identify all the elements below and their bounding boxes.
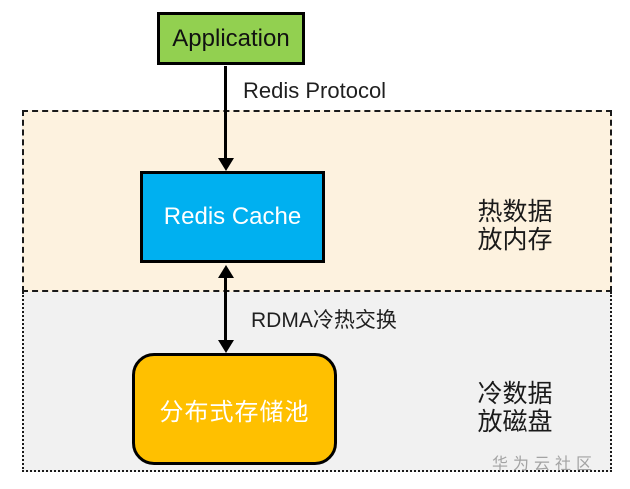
arrow-down-icon — [218, 158, 234, 171]
redis-cache-node: Redis Cache — [140, 171, 325, 263]
cold-note-line2: 放磁盘 — [477, 409, 553, 436]
cold-note-line1: 冷数据 — [477, 381, 553, 408]
hot-zone-note: 热数据 放内存 — [450, 199, 580, 255]
hot-note-line1: 热数据 — [477, 199, 553, 226]
cold-zone-note: 冷数据 放磁盘 — [450, 381, 580, 437]
arrow-up-icon — [218, 265, 234, 278]
redis-protocol-label: Redis Protocol — [243, 78, 387, 103]
arrow-down-icon — [218, 340, 234, 353]
storage-pool-node: 分布式存储池 — [132, 353, 337, 465]
cache-to-storage-arrow-line — [224, 277, 227, 341]
rdma-exchange-label: RDMA冷热交换 — [251, 309, 397, 332]
watermark: 华为云社区 — [492, 456, 598, 473]
app-to-cache-arrow-line — [224, 66, 227, 159]
hot-note-line2: 放内存 — [477, 227, 553, 254]
application-node: Application — [157, 12, 305, 65]
